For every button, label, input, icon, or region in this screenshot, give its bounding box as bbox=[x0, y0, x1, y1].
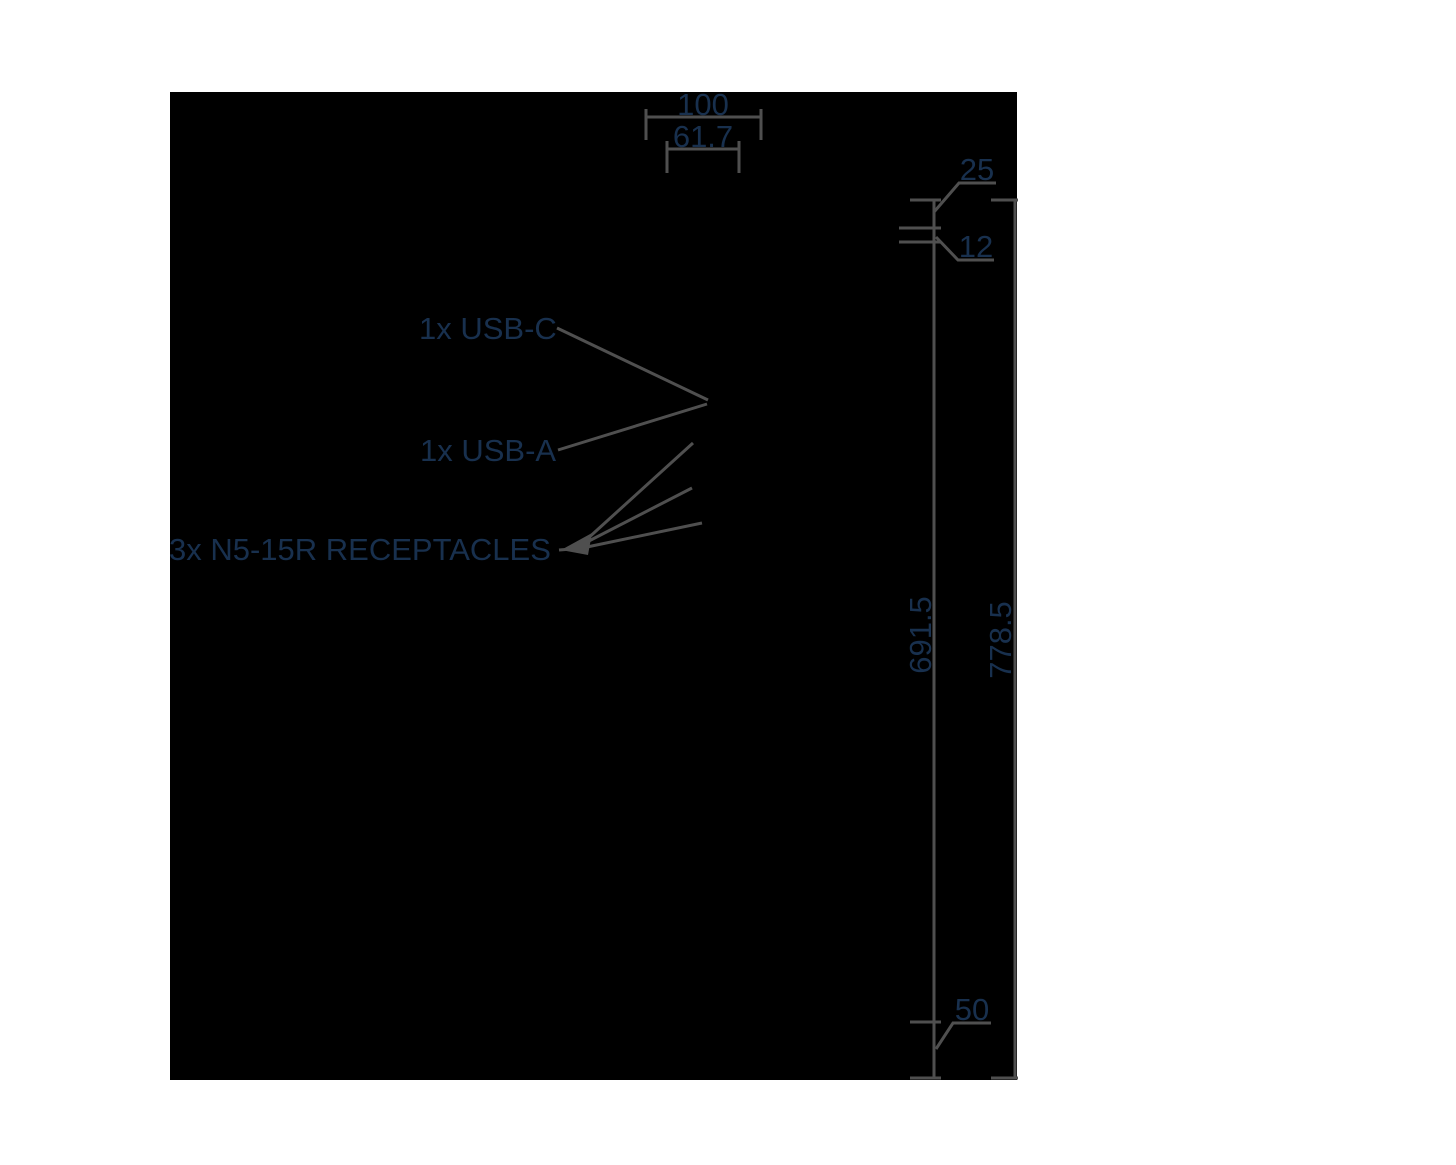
callout-usb-c: 1x USB-C bbox=[419, 311, 557, 346]
leader-receptacle-1 bbox=[583, 441, 695, 543]
leader-25 bbox=[932, 181, 996, 213]
dim-value-25: 25 bbox=[960, 152, 994, 187]
dim-value-778-5: 778.5 bbox=[983, 601, 1018, 679]
dim-value-691-5: 691.5 bbox=[903, 596, 938, 674]
callout-receptacles: 3x N5-15R RECEPTACLES bbox=[169, 532, 551, 567]
dimension-width-outer: 100 bbox=[644, 87, 763, 140]
leader-50 bbox=[934, 1021, 991, 1050]
leader-12 bbox=[934, 235, 994, 262]
leader-usb-a bbox=[557, 402, 708, 452]
dim-value-50: 50 bbox=[955, 992, 989, 1027]
dim-value-width-outer: 100 bbox=[677, 87, 729, 122]
leader-usb-c bbox=[556, 326, 709, 402]
dim-value-12: 12 bbox=[959, 229, 993, 264]
leader-receptacle-3 bbox=[586, 521, 703, 549]
leader-arrowhead bbox=[561, 533, 592, 555]
leader-receptacle-2 bbox=[584, 486, 693, 545]
dimension-chain-right: 25 12 50 691.5 778.5 bbox=[899, 152, 1018, 1080]
dimension-width-inner: 61.7 bbox=[665, 119, 741, 173]
dim-value-width-inner: 61.7 bbox=[673, 119, 733, 154]
product-silhouette bbox=[170, 92, 1017, 1080]
callout-usb-a: 1x USB-A bbox=[420, 433, 556, 468]
callout-leaders bbox=[556, 326, 709, 555]
